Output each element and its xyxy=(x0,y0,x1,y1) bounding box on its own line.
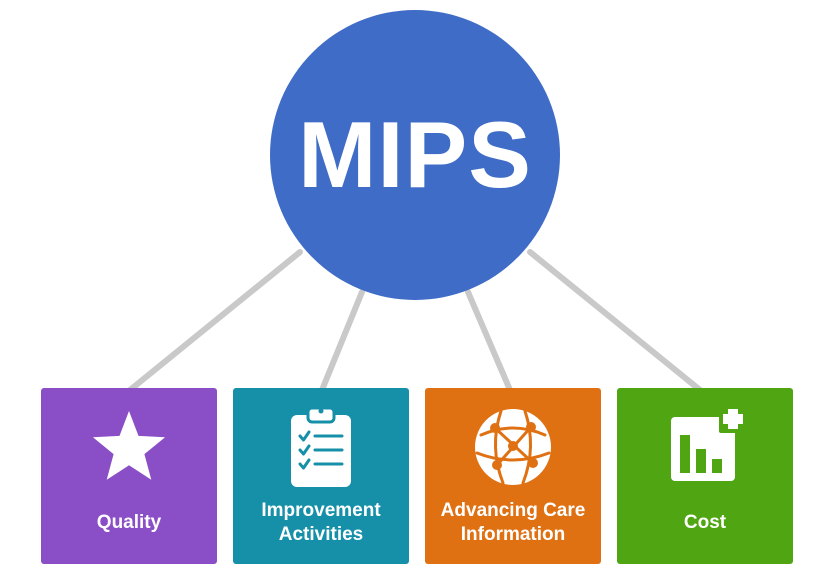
mips-hub-label: MIPS xyxy=(298,102,532,207)
category-label-quality: Quality xyxy=(45,492,213,554)
category-label-line: Advancing Care xyxy=(440,500,586,521)
bar-chart-plus-icon xyxy=(617,405,793,488)
network-globe-icon xyxy=(425,406,601,488)
category-quality: Quality xyxy=(41,388,217,564)
clipboard-checklist-icon xyxy=(233,406,409,488)
mips-hub-circle: MIPS xyxy=(270,10,560,300)
connector-improvement-activities xyxy=(319,289,365,393)
connector-cost xyxy=(527,249,703,393)
category-label-improvement-activities: Improvement Activities xyxy=(237,492,405,554)
category-label-cost: Cost xyxy=(621,492,789,554)
category-label-line: Quality xyxy=(96,512,162,533)
category-cost: Cost xyxy=(617,388,793,564)
category-label-line: Cost xyxy=(683,512,727,533)
connector-quality xyxy=(127,249,303,393)
category-improvement-activities: Improvement Activities xyxy=(233,388,409,564)
category-advancing-care-information: Advancing Care Information xyxy=(425,388,601,564)
star-icon xyxy=(41,406,217,488)
category-label-advancing-care-information: Advancing Care Information xyxy=(429,492,597,554)
category-label-line: Improvement xyxy=(261,500,381,521)
connector-advancing-care-information xyxy=(465,289,513,393)
category-label-line: Activities xyxy=(278,524,364,545)
category-label-line: Information xyxy=(460,524,566,545)
